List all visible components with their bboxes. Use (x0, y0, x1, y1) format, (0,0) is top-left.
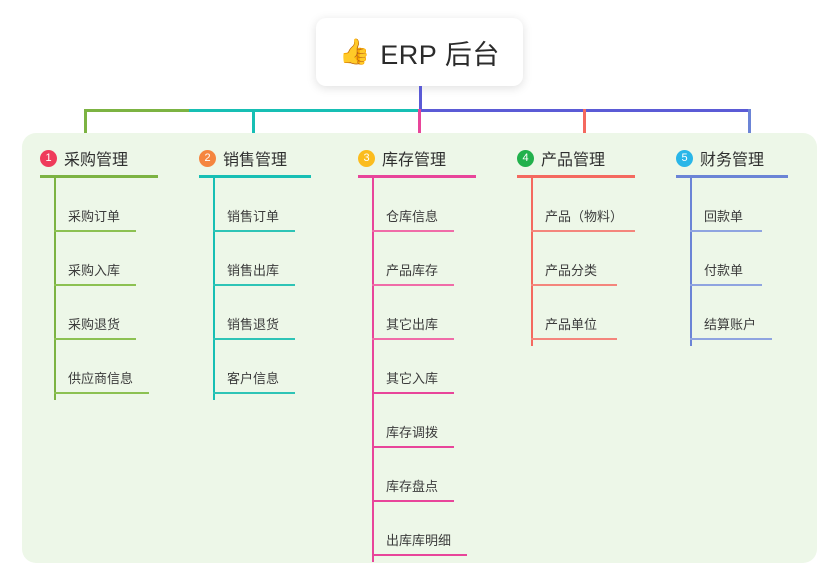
leaf-rule (213, 284, 295, 286)
leaf-rule (213, 392, 295, 394)
leaf-rule (372, 338, 454, 340)
column-product: 4 产品管理 产品（物料） 产品分类 产品单位 (499, 133, 658, 563)
drop-stem-col-4 (583, 109, 586, 142)
column-spine-1 (54, 178, 56, 400)
column-title-5: 财务管理 (700, 152, 765, 169)
leaf-rule (531, 338, 617, 340)
root-node-title: ERP 后台 (380, 39, 500, 70)
leaf-rule (54, 392, 149, 394)
drop-stem-col-5 (748, 109, 751, 142)
thumbs-up-icon: 👍 (339, 37, 371, 66)
drop-stem-col-1 (84, 109, 87, 142)
leaf-label: 付款单 (704, 263, 744, 278)
columns-container: 1 采购管理 采购订单 采购入库 采购退货 供应商信息 (22, 133, 817, 563)
column-header-2[interactable]: 2 销售管理 (199, 146, 287, 170)
content-panel (22, 133, 817, 563)
column-header-4[interactable]: 4 产品管理 (517, 146, 605, 170)
leaf-label: 客户信息 (227, 371, 280, 386)
badge-number-5: 5 (676, 149, 693, 167)
column-title-1: 采购管理 (64, 152, 129, 169)
root-node[interactable]: 👍 ERP 后台 (316, 18, 523, 86)
column-title-4: 产品管理 (541, 152, 606, 169)
leaf-rule (690, 230, 762, 232)
leaf-label: 仓库信息 (386, 209, 439, 224)
column-header-3[interactable]: 3 库存管理 (358, 146, 446, 170)
root-stem-connector (419, 86, 422, 110)
leaf-rule (531, 284, 617, 286)
column-rule-1 (40, 175, 158, 178)
leaf-label: 其它入库 (386, 371, 439, 386)
leaf-rule (531, 230, 635, 232)
leaf-label: 库存盘点 (386, 479, 439, 494)
column-rule-3 (358, 175, 476, 178)
column-rule-5 (676, 175, 788, 178)
leaf-rule (213, 230, 295, 232)
leaf-label: 销售退货 (227, 317, 280, 332)
column-spine-2 (213, 178, 215, 400)
leaf-label: 产品单位 (545, 317, 598, 332)
leaf-rule (690, 284, 762, 286)
leaf-label: 采购订单 (68, 209, 121, 224)
drop-stem-col-3 (418, 109, 421, 142)
leaf-rule (372, 230, 454, 232)
badge-number-2: 2 (199, 149, 216, 167)
column-rule-2 (199, 175, 311, 178)
leaf-rule (372, 554, 467, 556)
leaf-rule (372, 446, 454, 448)
column-sales: 2 销售管理 销售订单 销售出库 销售退货 客户信息 (181, 133, 340, 563)
column-spine-5 (690, 178, 692, 346)
leaf-label: 销售订单 (227, 209, 280, 224)
leaf-label: 产品分类 (545, 263, 598, 278)
leaf-label: 销售出库 (227, 263, 280, 278)
drop-stem-col-2 (252, 109, 255, 142)
column-header-5[interactable]: 5 财务管理 (676, 146, 764, 170)
leaf-rule (54, 338, 136, 340)
leaf-rule (372, 392, 454, 394)
leaf-label: 其它出库 (386, 317, 439, 332)
leaf-rule (213, 338, 295, 340)
badge-number-3: 3 (358, 149, 375, 167)
badge-number-1: 1 (40, 149, 57, 167)
column-title-3: 库存管理 (382, 152, 447, 169)
leaf-label: 结算账户 (704, 317, 757, 332)
leaf-label: 产品（物料） (545, 209, 624, 224)
bus-segment-teal (189, 109, 420, 112)
leaf-label: 回款单 (704, 209, 744, 224)
column-spine-4 (531, 178, 533, 346)
leaf-label: 库存调拨 (386, 425, 439, 440)
leaf-rule (372, 284, 454, 286)
leaf-label: 供应商信息 (68, 371, 134, 386)
badge-number-4: 4 (517, 149, 534, 167)
leaf-rule (54, 284, 136, 286)
bus-segment-green (84, 109, 191, 112)
leaf-rule (690, 338, 772, 340)
column-rule-4 (517, 175, 635, 178)
column-title-2: 销售管理 (223, 152, 288, 169)
column-inventory: 3 库存管理 仓库信息 产品库存 其它出库 其它入库 库存调拨 (340, 133, 499, 563)
column-spine-3 (372, 178, 374, 562)
leaf-label: 采购入库 (68, 263, 121, 278)
column-finance: 5 财务管理 回款单 付款单 结算账户 (658, 133, 817, 563)
leaf-label: 产品库存 (386, 263, 439, 278)
leaf-rule (54, 230, 136, 232)
column-purchasing: 1 采购管理 采购订单 采购入库 采购退货 供应商信息 (22, 133, 181, 563)
leaf-label: 出库库明细 (386, 533, 452, 548)
column-header-1[interactable]: 1 采购管理 (40, 146, 128, 170)
leaf-rule (372, 500, 454, 502)
leaf-label: 采购退货 (68, 317, 121, 332)
